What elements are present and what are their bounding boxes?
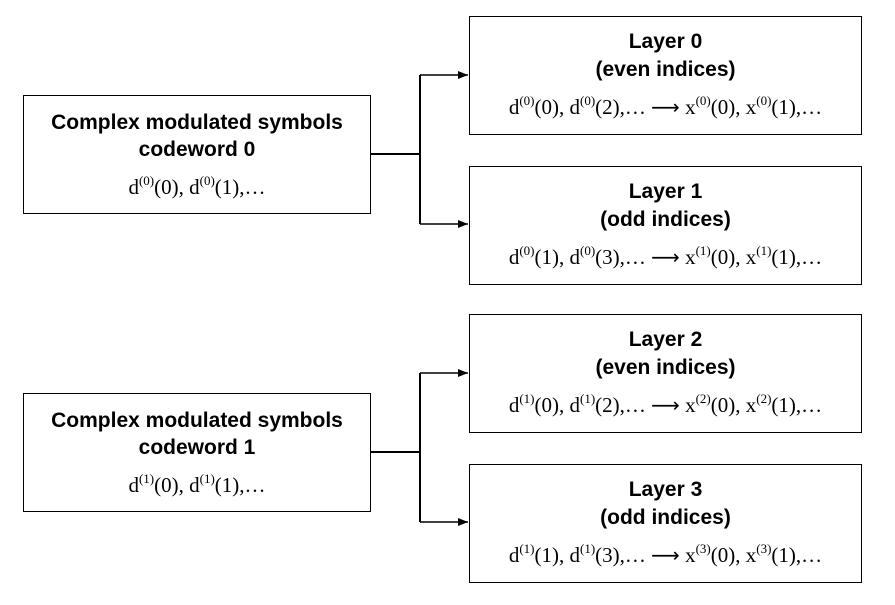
layer-2-subtitle: (even indices) [595, 356, 736, 379]
layer-1-subtitle: (odd indices) [600, 208, 731, 231]
codeword-0-box: Complex modulated symbols codeword 0 d(0… [23, 95, 371, 214]
codeword-1-box: Complex modulated symbols codeword 1 d(1… [23, 393, 371, 512]
codeword-0-symbols: d(0)(0), d(0)(1),… [128, 173, 266, 199]
codeword-1-title: Complex modulated symbols [51, 409, 343, 432]
codeword-0-subtitle: codeword 0 [138, 138, 256, 161]
layer-2-title: Layer 2 [628, 328, 703, 351]
layer-1-box: Layer 1 (odd indices) d(0)(1), d(0)(3),…… [469, 166, 862, 285]
layer-3-mapping: d(1)(1), d(1)(3),… ⟶ x(3)(0), x(3)(1),… [508, 541, 823, 567]
layer-0-mapping: d(0)(0), d(0)(2),… ⟶ x(0)(0), x(0)(1),… [508, 93, 823, 119]
codeword-1-subtitle: codeword 1 [138, 436, 256, 459]
layer-3-subtitle: (odd indices) [600, 506, 731, 529]
maps-to-arrow-icon: ⟶ [651, 543, 680, 567]
codeword-1-symbols: d(1)(0), d(1)(1),… [128, 471, 266, 497]
layer-2-box: Layer 2 (even indices) d(1)(0), d(1)(2),… [469, 314, 862, 433]
layer-0-box: Layer 0 (even indices) d(0)(0), d(0)(2),… [469, 16, 862, 135]
maps-to-arrow-icon: ⟶ [651, 393, 680, 417]
layer-3-box: Layer 3 (odd indices) d(1)(1), d(1)(3),…… [469, 464, 862, 583]
codeword-0-title: Complex modulated symbols [51, 111, 343, 134]
layer-1-title: Layer 1 [628, 180, 703, 203]
maps-to-arrow-icon: ⟶ [651, 95, 680, 119]
layer-1-mapping: d(0)(1), d(0)(3),… ⟶ x(1)(0), x(1)(1),… [508, 243, 823, 269]
layer-0-subtitle: (even indices) [595, 58, 736, 81]
layer-0-title: Layer 0 [628, 30, 703, 53]
layer-2-mapping: d(1)(0), d(1)(2),… ⟶ x(2)(0), x(2)(1),… [508, 391, 823, 417]
layer-3-title: Layer 3 [628, 478, 703, 501]
maps-to-arrow-icon: ⟶ [651, 245, 680, 269]
